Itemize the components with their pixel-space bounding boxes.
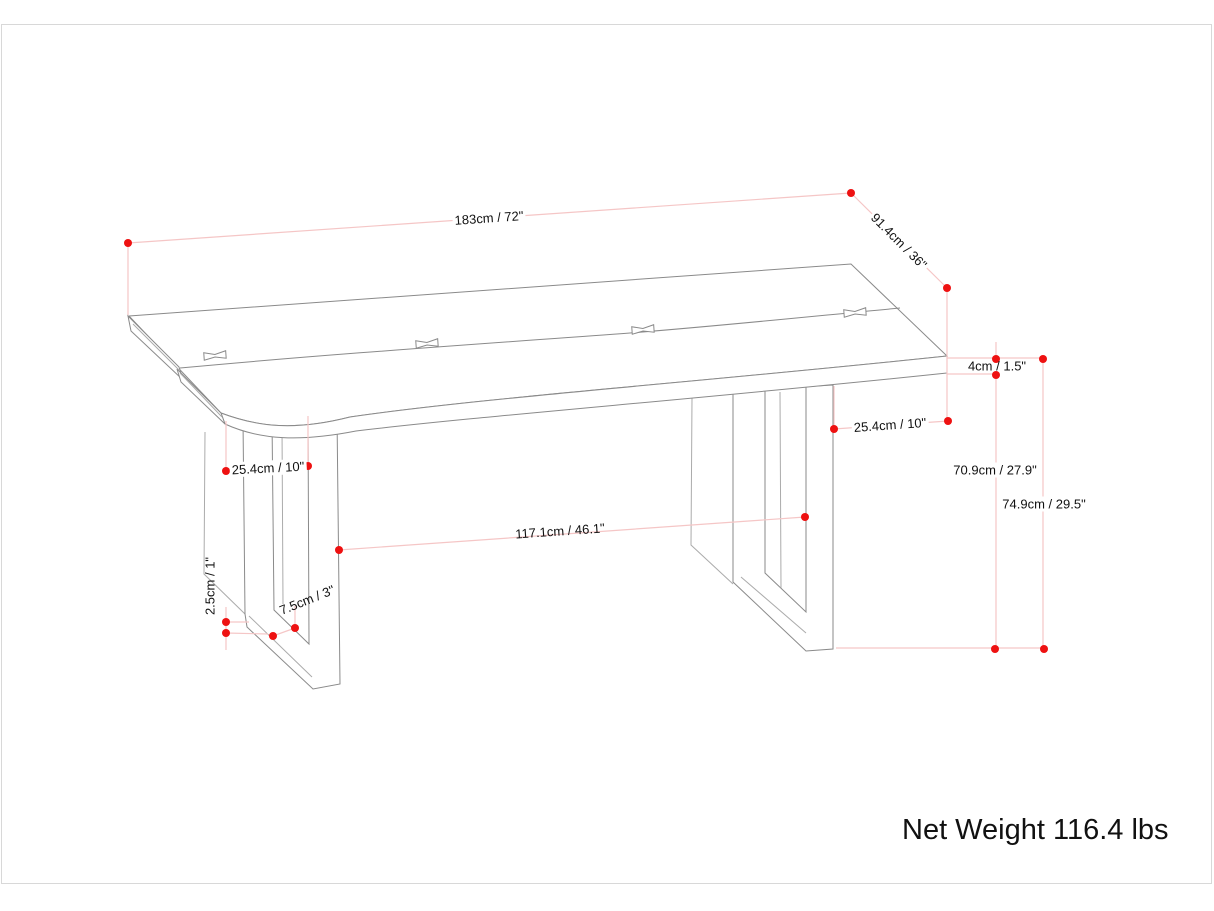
bowtie-joint-3 [631,324,655,335]
dot-length-left [124,239,132,247]
left-leg-inner-lines [248,425,313,678]
dim-label-leg-height: 70.9cm / 27.9" [951,462,1039,478]
dot-top-thickness-lower [992,371,1000,379]
dot-length-right [847,189,855,197]
right-leg-cutout [764,385,807,614]
dot-overall-height-top [1039,355,1047,363]
dot-leg-spacing-right [801,513,809,521]
dot-depth-bottom [943,284,951,292]
left-leg [203,414,341,690]
dot-leg-depth-right-a [830,425,838,433]
canvas-frame [1,24,1212,884]
tabletop-center-seam [179,307,901,369]
dot-leg-depth-right-b [944,417,952,425]
dot-leg-spacing-left [335,546,343,554]
bowtie-joint-4 [843,307,867,318]
dim-label-top-thickness: 4cm / 1.5" [967,358,1027,374]
dot-overall-height-bottom [1040,645,1048,653]
left-leg-depth-lines [203,431,246,615]
bowtie-joint-1 [203,350,227,361]
tabletop-left-end-detail-lines [132,323,223,418]
dot-foot-thickness-bottom [222,629,230,637]
dot-foot-thickness-top [222,618,230,626]
right-leg-inner-lines [740,391,807,634]
dot-leg-height-bottom [991,645,999,653]
dot-foot-width-left [269,632,277,640]
dim-label-overall-height: 74.9cm / 29.5" [1000,496,1088,512]
dot-top-thickness-upper [992,355,1000,363]
dim-label-foot-thickness: 2.5cm / 1" [202,556,218,616]
tabletop [127,263,949,439]
dot-leg-depth-left-a [222,467,230,475]
dimension-dots [124,189,1048,653]
bowtie-joint-2 [415,338,439,349]
right-leg [690,384,834,652]
right-leg-depth-lines [690,397,734,585]
net-weight-text: Net Weight 116.4 lbs [902,814,1169,846]
dot-foot-width-right [291,624,299,632]
